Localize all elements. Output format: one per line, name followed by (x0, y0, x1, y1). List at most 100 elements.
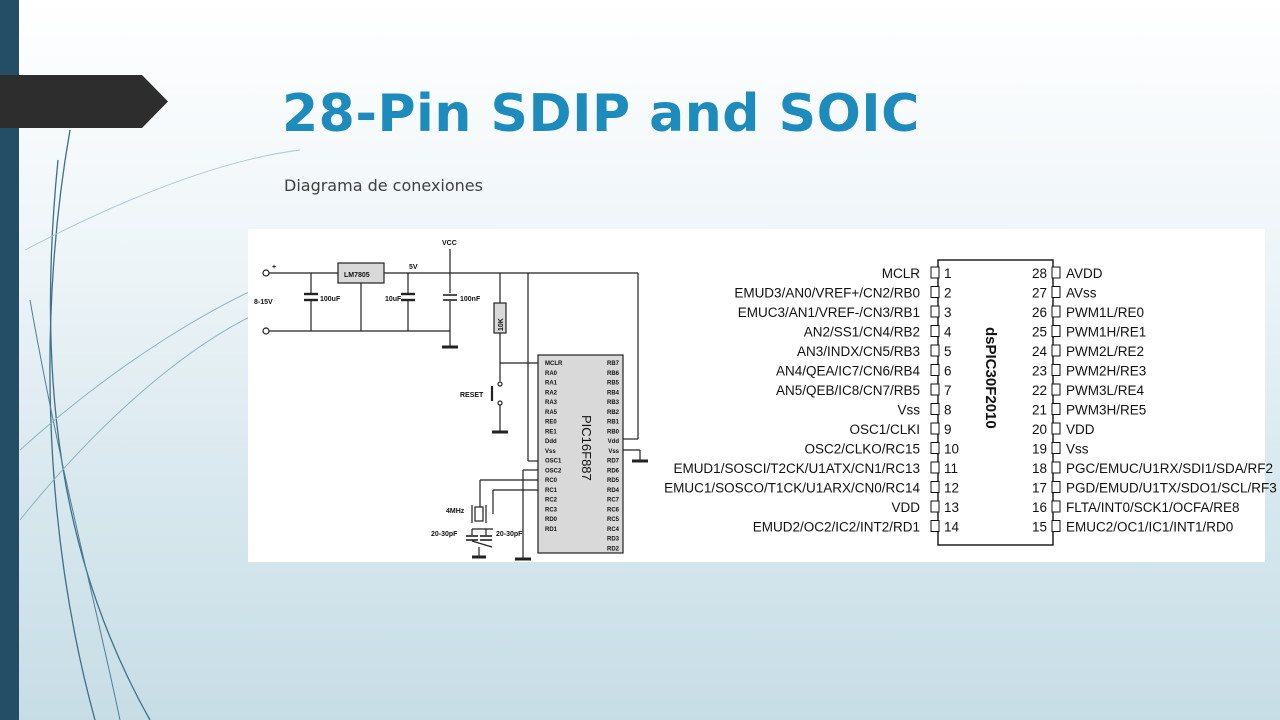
dspic-right-pin-label: Vss (1066, 442, 1089, 457)
pic-right-pin-label: RC4 (607, 527, 620, 533)
pin-box (930, 422, 940, 435)
pic-right-pin-label: RD5 (607, 478, 620, 484)
dspic-left-pin-label: Vss (897, 403, 920, 418)
dspic-left-pin-label: AN4/QEA/IC7/CN6/RB4 (776, 364, 921, 379)
pin-box (1051, 461, 1061, 474)
slide-subtitle: Diagrama de conexiones (284, 176, 483, 195)
slide-title: 28-Pin SDIP and SOIC (282, 84, 920, 144)
pic-right-pin-label: RB7 (607, 361, 620, 367)
dspic-left-pin-number: 4 (944, 325, 952, 340)
dspic-left-pin-number: 6 (944, 364, 952, 379)
pic-left-pin-label: MCLR (545, 361, 563, 367)
dspic-right-pin-label: PGD/EMUD/U1TX/SDO1/SCL/RF3 (1066, 481, 1277, 496)
dspic-right-pin-number: 16 (1032, 500, 1047, 515)
pic-right-pin-label: RC5 (607, 517, 620, 523)
dspic-left-pin-number: 2 (944, 286, 952, 301)
dspic-right-pin-number: 27 (1032, 286, 1047, 301)
dspic-left-pin-number: 14 (944, 520, 960, 535)
pic-right-pin-label: RB1 (607, 420, 620, 426)
pic-right-pin-label: RB4 (607, 390, 620, 396)
pic-right-pin-label: RD2 (607, 546, 620, 552)
five-volt-label: 5V (409, 264, 418, 271)
pin-box (1051, 305, 1061, 318)
left-accent-bar (0, 0, 19, 720)
dspic-left-pin-label: AN2/SS1/CN4/RB2 (804, 325, 920, 340)
pin-box (930, 403, 940, 415)
pin-box (1051, 403, 1061, 415)
pic-left-pin-label: RC0 (545, 478, 558, 484)
pic-right-pin-label: RB0 (607, 429, 620, 435)
pic16f887-label: PIC16F887 (579, 415, 594, 481)
dspic30f2010-label: dsPIC30F2010 (982, 327, 999, 429)
dspic-right-pin-number: 15 (1032, 520, 1047, 535)
pin-box (1051, 266, 1061, 279)
cap-100nf-label: 100nF (460, 296, 481, 303)
pic-right-pin-label: RD3 (607, 537, 620, 543)
dspic-left-pin-number: 3 (944, 305, 952, 320)
pic-right-pin-label: RC6 (607, 507, 620, 513)
dspic-left-pin-number: 13 (944, 500, 959, 515)
title-tab-marker (0, 75, 168, 128)
pin-box (1051, 481, 1061, 493)
dspic-right-pin-number: 18 (1032, 461, 1047, 476)
dspic-left-pin-label: MCLR (882, 266, 921, 281)
dspic-left-pin-label: EMUC3/AN1/VREF-/CN3/RB1 (738, 305, 920, 320)
dspic-left-pin-label: OSC1/CLKI (849, 422, 920, 437)
pic16f887-right-pins: RB7RB6RB5RB4RB3RB2RB1RB0VddVssRD7RD6RD5R… (607, 361, 620, 552)
pic-left-pin-label: RC3 (545, 507, 558, 513)
pin-box (930, 481, 940, 493)
vcc-label: VCC (442, 240, 457, 247)
pin-box (1051, 422, 1061, 435)
dspic-left-pin-label: EMUD3/AN0/VREF+/CN2/RB0 (734, 286, 920, 301)
pic-right-pin-label: RB3 (607, 400, 620, 406)
cap-left-label: 20-30pF (431, 531, 458, 538)
pic-left-pin-label: RC1 (545, 488, 558, 494)
dspic-right-pin-number: 28 (1032, 266, 1047, 281)
schematic-labels: + 8-15V LM7805 5V VCC 100uF 10uF 100nF 1… (254, 240, 594, 538)
pin-box (930, 305, 940, 318)
dspic-right-pin-number: 17 (1032, 481, 1047, 496)
dspic-right-pin-label: FLTA/INT0/SCK1/OCFA/RE8 (1066, 500, 1240, 515)
dspic-right-pin-number: 19 (1032, 442, 1047, 457)
dspic-right-pin-label: AVDD (1066, 266, 1103, 281)
pic16f887-left-pins: MCLRRA0RA1RA2RA3RA5RE0RE1DddVssOSC1OSC2R… (545, 361, 563, 533)
pin-box (930, 364, 940, 376)
pin-box (1051, 325, 1061, 337)
dspic-left-pin-number: 8 (944, 403, 952, 418)
pic-left-pin-label: RA1 (545, 381, 558, 387)
dspic-right-pin-label: EMUC2/OC1/IC1/INT1/RD0 (1066, 520, 1233, 535)
reset-label: RESET (460, 392, 484, 399)
regulator-label: LM7805 (344, 272, 370, 279)
dspic-left-pin-number: 7 (944, 383, 952, 398)
dspic-left-pin-label: OSC2/CLKO/RC15 (804, 442, 920, 457)
pin-box (1051, 286, 1061, 298)
dspic-right-pin-label: PWM3L/RE4 (1066, 383, 1145, 398)
pin-box (930, 344, 940, 357)
dspic-left-pin-label: AN5/QEB/IC8/CN7/RB5 (776, 383, 920, 398)
dspic-left-pin-number: 11 (944, 461, 958, 476)
pic-left-pin-label: RD0 (545, 517, 558, 523)
dspic-right-pin-number: 26 (1032, 305, 1047, 320)
pic-right-pin-label: Vdd (608, 439, 620, 445)
dspic-right-pin-label: PWM3H/RE5 (1066, 403, 1146, 418)
pin-box (1051, 442, 1061, 454)
pic-left-pin-label: RE1 (545, 429, 557, 435)
dspic-right-pin-number: 22 (1032, 383, 1047, 398)
dspic-right-pin-number: 20 (1032, 422, 1047, 437)
pic-right-pin-label: RB6 (607, 371, 620, 377)
pic-right-pin-label: RD7 (607, 459, 620, 465)
connection-diagram-image: + 8-15V LM7805 5V VCC 100uF 10uF 100nF 1… (248, 229, 1277, 562)
pin-box (1051, 383, 1061, 396)
pic-left-pin-label: RA3 (545, 400, 558, 406)
dspic-right-pin-label: PWM2H/RE3 (1066, 364, 1146, 379)
pin-box (930, 520, 940, 532)
pic-right-pin-label: RD6 (607, 468, 620, 474)
crystal-label: 4MHz (446, 508, 465, 515)
pic-left-pin-label: RA5 (545, 410, 558, 416)
dspic-left-pin-number: 10 (944, 442, 959, 457)
pic-left-pin-label: RD1 (545, 527, 558, 533)
plus-label: + (272, 264, 276, 271)
pic-left-pin-label: RA2 (545, 390, 558, 396)
dspic-left-pin-label: VDD (891, 500, 920, 515)
